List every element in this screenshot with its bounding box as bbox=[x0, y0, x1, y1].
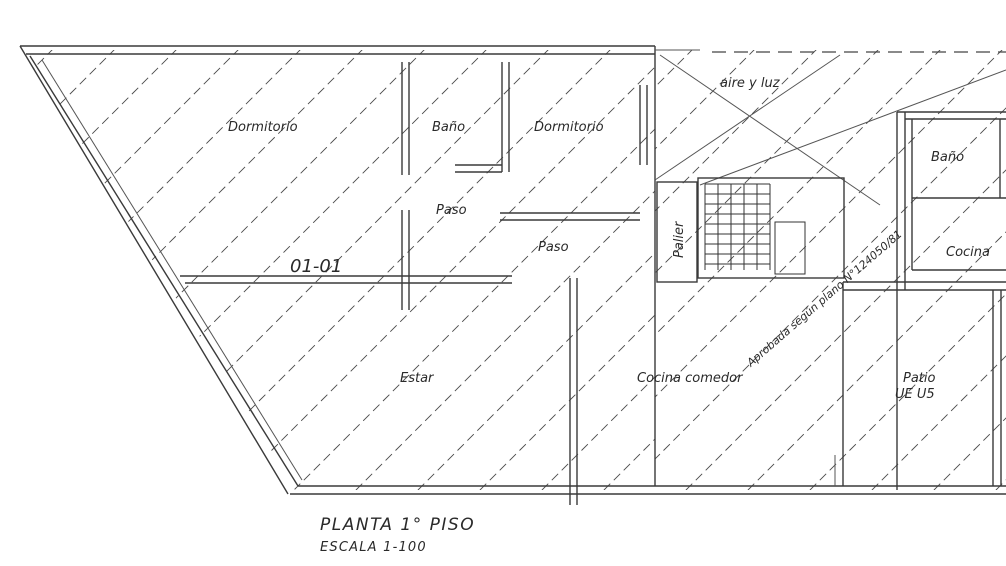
hatch-line bbox=[655, 50, 971, 490]
room-label-cocina: Cocina bbox=[946, 245, 990, 260]
room-label-cocina-comedor: Cocina comedor bbox=[637, 371, 744, 386]
hatch-line bbox=[35, 50, 517, 490]
hatch-line bbox=[655, 50, 847, 490]
hatch-line bbox=[675, 50, 1006, 490]
hatch-line bbox=[283, 50, 655, 490]
room-label-patio-code: UE U5 bbox=[895, 387, 935, 402]
hatch-line bbox=[655, 50, 661, 490]
hatch-line bbox=[345, 50, 655, 490]
room-label-bano-1: Baño bbox=[432, 120, 465, 135]
east-walls bbox=[834, 111, 1006, 490]
hatch-line bbox=[22, 50, 331, 490]
room-label-estar: Estar bbox=[400, 371, 435, 386]
room-label-patio: Patio bbox=[903, 371, 936, 386]
room-label-aire-luz: aire y luz bbox=[720, 76, 781, 91]
room-label-paso-1: Paso bbox=[436, 203, 467, 218]
exterior-walls bbox=[19, 45, 1006, 495]
hatch-line bbox=[737, 50, 1006, 490]
hatch-line bbox=[861, 50, 1006, 490]
hatch-line bbox=[22, 50, 207, 490]
room-labels: Dormitorio Baño Dormitorio Paso Paso 01-… bbox=[228, 76, 990, 402]
hatch-line bbox=[221, 50, 655, 490]
light-well-boundary bbox=[654, 49, 1006, 206]
hatch-line bbox=[655, 50, 909, 490]
east-hatching bbox=[655, 50, 1006, 490]
unit-id-label: 01-01 bbox=[290, 256, 342, 277]
hatch-line bbox=[22, 50, 83, 490]
interior-walls bbox=[180, 62, 648, 505]
unit-hatching bbox=[0, 20, 1006, 500]
hatch-line bbox=[531, 50, 655, 490]
staircase bbox=[656, 177, 845, 283]
hatch-line bbox=[407, 50, 655, 490]
hatch-line bbox=[799, 50, 1006, 490]
hatch-line bbox=[0, 20, 20, 500]
hatch-line bbox=[656, 20, 1006, 500]
room-label-dormitorio-1: Dormitorio bbox=[228, 120, 298, 135]
plan-caption: PLANTA 1° PISO ESCALA 1-100 bbox=[320, 515, 475, 555]
hatch-line bbox=[469, 50, 655, 490]
hatch-line bbox=[22, 50, 455, 490]
room-label-dormitorio-2: Dormitorio bbox=[534, 120, 604, 135]
hatch-line bbox=[22, 50, 145, 490]
hatch-line bbox=[923, 50, 1006, 490]
hatch-line bbox=[655, 50, 785, 490]
caption-title: PLANTA 1° PISO bbox=[320, 515, 475, 535]
hatch-line bbox=[159, 50, 641, 490]
room-label-bano-2: Baño bbox=[931, 150, 964, 165]
room-label-palier: Palier bbox=[672, 220, 687, 258]
room-label-paso-2: Paso bbox=[538, 240, 569, 255]
hatch-line bbox=[655, 50, 1006, 490]
hatch-line bbox=[593, 50, 655, 490]
approval-stamp: Aprobada según plano N°124050/81 bbox=[744, 228, 905, 370]
caption-scale: ESCALA 1-100 bbox=[320, 540, 427, 555]
hatch-line bbox=[655, 50, 1006, 490]
